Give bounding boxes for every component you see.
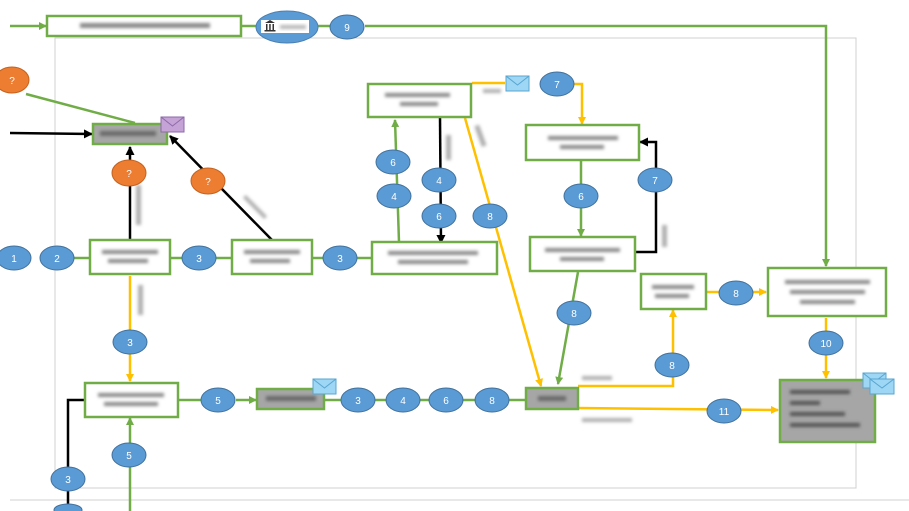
step-badge[interactable]: 3 <box>181 245 217 271</box>
svg-text:5: 5 <box>215 396 221 407</box>
svg-text:?: ? <box>126 169 132 180</box>
step-badge[interactable]: 6 <box>428 387 464 413</box>
step-badge[interactable]: 4 <box>385 387 421 413</box>
blurred-text <box>80 23 870 427</box>
step-badge[interactable]: 6 <box>421 203 457 229</box>
step-badge[interactable]: 11 <box>706 398 742 424</box>
svg-text:8: 8 <box>487 212 493 223</box>
process-boxes <box>45 14 888 444</box>
step-badge[interactable]: 8 <box>654 352 690 378</box>
step-badge[interactable]: 4 <box>376 183 412 209</box>
step-badge[interactable]: 4 <box>421 167 457 193</box>
yellow-connectors <box>126 81 830 414</box>
svg-text:8: 8 <box>489 396 495 407</box>
svg-text:7: 7 <box>652 176 658 187</box>
svg-text:4: 4 <box>400 396 406 407</box>
step-badge[interactable]: 3 <box>322 245 358 271</box>
svg-text:3: 3 <box>127 338 133 349</box>
step-badge[interactable]: 5 <box>200 387 236 413</box>
box-small-right[interactable] <box>639 272 708 311</box>
step-badge-partial <box>53 503 83 511</box>
svg-text:10: 10 <box>820 339 832 350</box>
step-badge[interactable]: 8 <box>472 203 508 229</box>
green-connectors <box>10 22 830 511</box>
box-step-c[interactable] <box>370 240 499 276</box>
svg-text:5: 5 <box>126 451 132 462</box>
svg-text:3: 3 <box>196 254 202 265</box>
svg-text:8: 8 <box>571 309 577 320</box>
svg-text:8: 8 <box>669 361 675 372</box>
step-badges: 9 1 2 3 3 6 4 4 6 8 7 6 7 8 8 8 10 3 5 3… <box>0 14 844 511</box>
svg-text:8: 8 <box>733 289 739 300</box>
bank-icon[interactable] <box>255 10 319 44</box>
envelope-icon <box>160 116 185 133</box>
box-step-b[interactable] <box>230 238 314 276</box>
question-marker[interactable]: ? <box>111 159 147 187</box>
orange-markers: ? ? ? <box>0 66 226 195</box>
step-badge[interactable]: 5 <box>111 442 147 468</box>
svg-text:9: 9 <box>344 23 350 34</box>
step-badge[interactable]: 3 <box>340 387 376 413</box>
svg-text:3: 3 <box>355 396 361 407</box>
svg-text:2: 2 <box>54 254 60 265</box>
step-badge[interactable]: 8 <box>718 280 754 306</box>
step-badge[interactable]: 10 <box>808 330 844 356</box>
svg-text:6: 6 <box>578 192 584 203</box>
step-badge[interactable]: 1 <box>0 245 32 271</box>
box-mid-right[interactable] <box>528 235 637 273</box>
step-badge[interactable]: 9 <box>329 14 365 40</box>
envelope-icon <box>862 372 895 395</box>
step-badge[interactable]: 3 <box>50 466 86 492</box>
svg-text:4: 4 <box>436 176 442 187</box>
svg-text:6: 6 <box>436 212 442 223</box>
step-badge[interactable]: 6 <box>375 149 411 175</box>
svg-text:4: 4 <box>391 192 397 203</box>
step-badge[interactable]: 8 <box>556 300 592 326</box>
svg-text:6: 6 <box>443 396 449 407</box>
step-badge[interactable]: 6 <box>563 183 599 209</box>
question-marker[interactable]: ? <box>0 66 30 94</box>
svg-text:11: 11 <box>719 407 730 418</box>
svg-text:6: 6 <box>390 158 396 169</box>
svg-text:3: 3 <box>65 475 71 486</box>
step-badge[interactable]: 3 <box>112 329 148 355</box>
svg-text:1: 1 <box>11 254 17 265</box>
step-badge[interactable]: 2 <box>39 245 75 271</box>
envelope-icon <box>312 378 337 395</box>
svg-text:3: 3 <box>337 254 343 265</box>
svg-text:7: 7 <box>554 80 560 91</box>
box-top-middle[interactable] <box>366 82 473 119</box>
envelope-icon <box>505 75 530 92</box>
svg-text:?: ? <box>205 177 211 188</box>
box-lower-left[interactable] <box>83 381 180 419</box>
step-badge[interactable]: 7 <box>637 167 673 193</box>
box-upper-right[interactable] <box>524 123 641 162</box>
box-gray-final[interactable] <box>778 378 877 444</box>
question-marker[interactable]: ? <box>190 167 226 195</box>
step-badge[interactable]: 8 <box>474 387 510 413</box>
box-step-a[interactable] <box>88 238 172 276</box>
step-badge[interactable]: 7 <box>539 71 575 97</box>
svg-text:?: ? <box>9 76 15 87</box>
